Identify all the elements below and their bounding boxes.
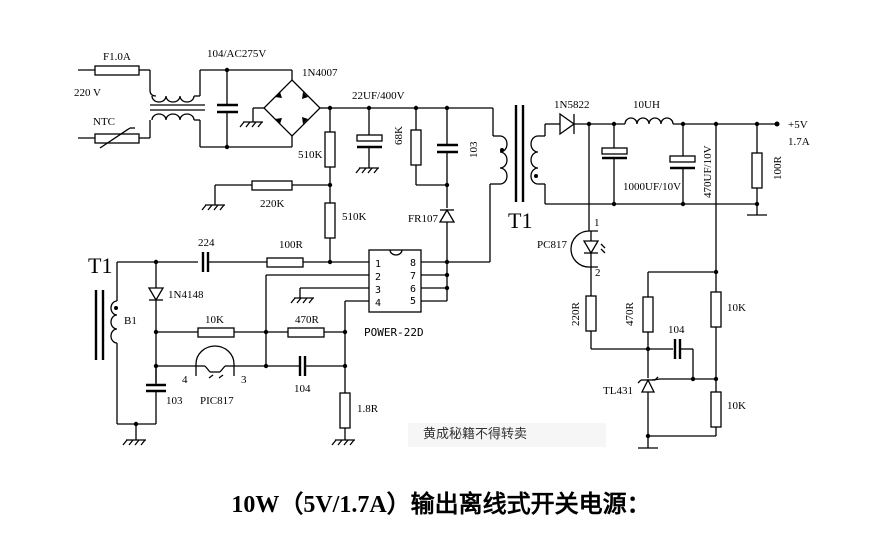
ntc-thermistor xyxy=(94,133,140,144)
r100r-load-label: 100R xyxy=(772,156,784,181)
output-voltage-label: +5V xyxy=(788,119,808,131)
cap-104-secondary-label: 104 xyxy=(668,324,685,336)
input-section: F1.0A 220 V NTC 104/AC275V xyxy=(74,48,338,150)
opto-pic817-label: PIC817 xyxy=(200,395,234,407)
r470r-label: 470R xyxy=(295,314,320,326)
fr107-label: FR107 xyxy=(408,213,438,225)
cap-1000uf-label: 1000UF/10V xyxy=(623,181,681,193)
fuse-label: F1.0A xyxy=(103,51,131,63)
cap-103-aux-label: 103 xyxy=(166,395,183,407)
snubber-cap-label: 103 xyxy=(468,141,480,158)
r100r-label: 100R xyxy=(279,239,304,251)
diode-1n5822 xyxy=(559,112,576,136)
r220k-label: 220K xyxy=(260,198,285,210)
aux-section: T1 B1 224 100R 1N4148 10K xyxy=(88,237,379,446)
transformer-t1 xyxy=(489,105,539,262)
resistor-10k xyxy=(197,327,235,338)
resistor-100r xyxy=(266,257,304,268)
aux-winding-b1 xyxy=(110,300,118,344)
bridge-rectifier xyxy=(239,70,330,147)
bulk-capacitor xyxy=(356,134,383,142)
resistor-470r xyxy=(287,327,325,338)
r10k-top-label: 10K xyxy=(727,302,746,314)
r510k-bottom-label: 510K xyxy=(342,211,367,223)
d1n5822-label: 1N5822 xyxy=(554,99,589,111)
cap-470uf-label: 470UF/10V xyxy=(702,145,714,198)
capacitor-1000uf xyxy=(601,147,628,155)
r10k-bottom-label: 10K xyxy=(727,400,746,412)
output-terminal xyxy=(774,121,780,127)
ic-pin-1: 1 xyxy=(375,259,381,270)
bridge-label: 1N4007 xyxy=(302,67,338,79)
resistor-100r-load xyxy=(751,152,763,189)
primary-section: 22UF/400V 510K 220K 510K 68K xyxy=(201,90,539,262)
ic-pin-8: 8 xyxy=(410,258,416,269)
ic-body xyxy=(368,249,422,313)
capacitor-470uf xyxy=(669,155,696,163)
fuse xyxy=(94,65,140,76)
page-title: 10W（5V/1.7A）输出离线式开关电源： xyxy=(231,492,651,518)
resistor-510k-bottom xyxy=(324,202,336,239)
inductor-10uh xyxy=(624,117,674,125)
opto-pin-3: 3 xyxy=(241,374,247,386)
opto-pc817-label: PC817 xyxy=(537,239,567,251)
ic-pin-5: 5 xyxy=(410,296,416,307)
resistor-1-8r xyxy=(339,392,351,429)
cap-104-primary-label: 104 xyxy=(294,383,311,395)
ic-name-label: POWER-22D xyxy=(364,326,424,339)
resistor-10k-top xyxy=(710,291,722,328)
pc817-pin-2: 2 xyxy=(595,267,601,279)
tl431-label: TL431 xyxy=(603,385,633,397)
resistor-220r xyxy=(585,295,597,332)
r220r-label: 220R xyxy=(570,302,582,327)
pc817-pin-1: 1 xyxy=(594,217,600,229)
ic-power-22d: 1 2 3 4 8 7 6 5 POWER-22D xyxy=(266,249,490,393)
ic-pin-2: 2 xyxy=(375,272,381,283)
r10k-label: 10K xyxy=(205,314,224,326)
opto-pin-4: 4 xyxy=(182,374,188,386)
resistor-10k-bottom xyxy=(710,391,722,428)
resistor-68k xyxy=(410,129,422,166)
transformer-label-t1: T1 xyxy=(508,208,532,233)
watermark-text: 黄成秘籍不得转卖 xyxy=(423,426,527,442)
r470r-secondary-label: 470R xyxy=(624,302,636,327)
cap-224-label: 224 xyxy=(198,237,215,249)
bulk-cap-label: 22UF/400V xyxy=(352,90,405,102)
ic-pin-7: 7 xyxy=(410,271,416,282)
resistor-470r-secondary xyxy=(642,296,654,333)
r1-8r-label: 1.8R xyxy=(357,403,379,415)
optocoupler-led xyxy=(570,230,598,268)
resistor-220k xyxy=(251,180,293,191)
diode-1n4148 xyxy=(147,287,165,302)
ntc-label: NTC xyxy=(93,116,115,128)
fr107-diode xyxy=(438,208,456,223)
d1n4148-label: 1N4148 xyxy=(168,289,204,301)
secondary-section: 1N5822 10UH +5V 1.7A 1000UF/10V 470UF/10… xyxy=(537,99,810,449)
ic-pin-4: 4 xyxy=(375,298,381,309)
common-mode-choke xyxy=(149,70,205,147)
ic-pin-6: 6 xyxy=(410,284,416,295)
output-current-label: 1.7A xyxy=(788,136,810,148)
aux-transformer-label: T1 xyxy=(88,253,112,278)
r510k-top-label: 510K xyxy=(298,149,323,161)
optocoupler-transistor xyxy=(195,345,235,379)
x-cap-label: 104/AC275V xyxy=(207,48,266,60)
r68k-label: 68K xyxy=(393,126,405,145)
resistor-510k-top xyxy=(324,131,336,168)
ic-pin-3: 3 xyxy=(375,285,381,296)
winding-b1-label: B1 xyxy=(124,315,137,327)
tl431-reference xyxy=(637,376,716,436)
inductor-label: 10UH xyxy=(633,99,660,111)
input-voltage-label: 220 V xyxy=(74,87,101,99)
